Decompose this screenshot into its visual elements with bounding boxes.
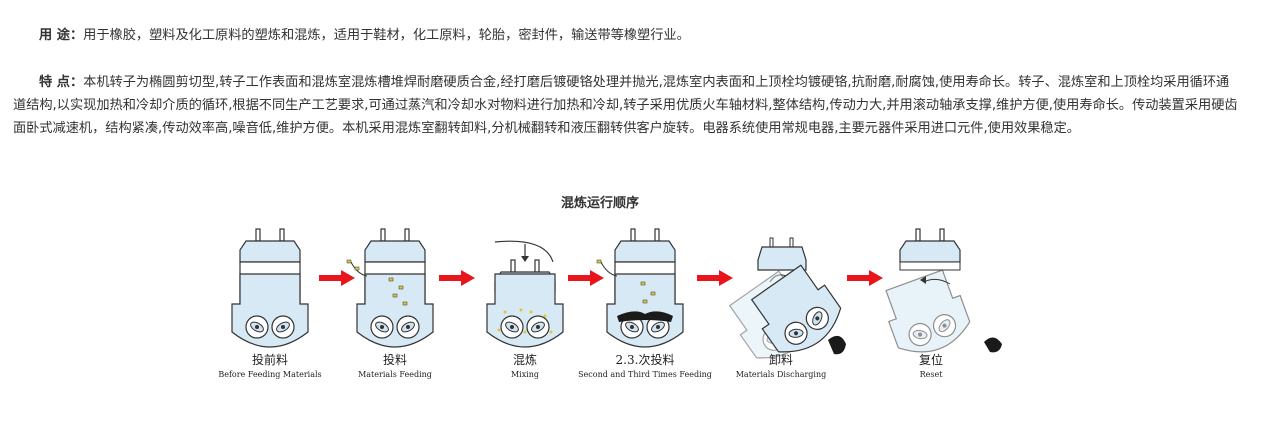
stage-3-label-en: Mixing	[511, 370, 539, 379]
arrow-2-icon	[439, 270, 475, 286]
stage-feeding-illustration	[346, 228, 434, 348]
stage-6-label-zh: 复位	[919, 352, 943, 367]
stage-2-label-en: Materials Feeding	[358, 370, 432, 379]
stage-second-third-feeding-illustration	[596, 228, 684, 348]
stage-3-label-zh: 混炼	[513, 352, 537, 367]
features-label: 特 点：	[39, 75, 84, 90]
stage-5-label-en: Materials Discharging	[736, 370, 827, 379]
arrow-4-icon	[697, 270, 733, 286]
usage-paragraph: 用 途：用于橡胶，塑料及化工原料的塑炼和混炼，适用于鞋材，化工原料，轮胎，密封件…	[13, 24, 1238, 47]
features-text: 本机转子为椭圆剪切型,转子工作表面和混炼室混炼槽堆焊耐磨硬质合金,经打磨后镀硬铬…	[13, 75, 1238, 136]
usage-label: 用 途：	[39, 28, 84, 43]
usage-text: 用于橡胶，塑料及化工原料的塑炼和混炼，适用于鞋材，化工原料，轮胎，密封件，输送带…	[83, 28, 690, 43]
stage-reset-illustration	[877, 228, 1002, 363]
stage-4-label-en: Second and Third Times Feeding	[578, 370, 712, 379]
stage-2-label-zh: 投料	[383, 352, 407, 367]
stage-mixing-illustration	[486, 240, 564, 348]
stage-before-feeding-illustration	[231, 228, 309, 348]
stage-4-label-zh: 2.3.次投料	[616, 352, 675, 367]
stage-1-label-en: Before Feeding Materials	[218, 370, 321, 379]
features-paragraph: 特 点：本机转子为椭圆剪切型,转子工作表面和混炼室混炼槽堆焊耐磨硬质合金,经打磨…	[13, 71, 1238, 140]
stage-discharging-illustration	[722, 237, 850, 371]
arrow-3-icon	[568, 270, 604, 286]
diagram-title: 混炼运行顺序	[560, 196, 639, 211]
arrow-5-icon	[847, 270, 883, 286]
stage-6-label-en: Reset	[920, 370, 944, 379]
stage-5-label-zh: 卸料	[769, 352, 793, 367]
mixing-sequence-diagram: 投前料 Before Feeding Materials 投料 Material…	[218, 228, 1002, 379]
stage-1-label-zh: 投前料	[252, 352, 288, 367]
arrow-1-icon	[319, 270, 355, 286]
